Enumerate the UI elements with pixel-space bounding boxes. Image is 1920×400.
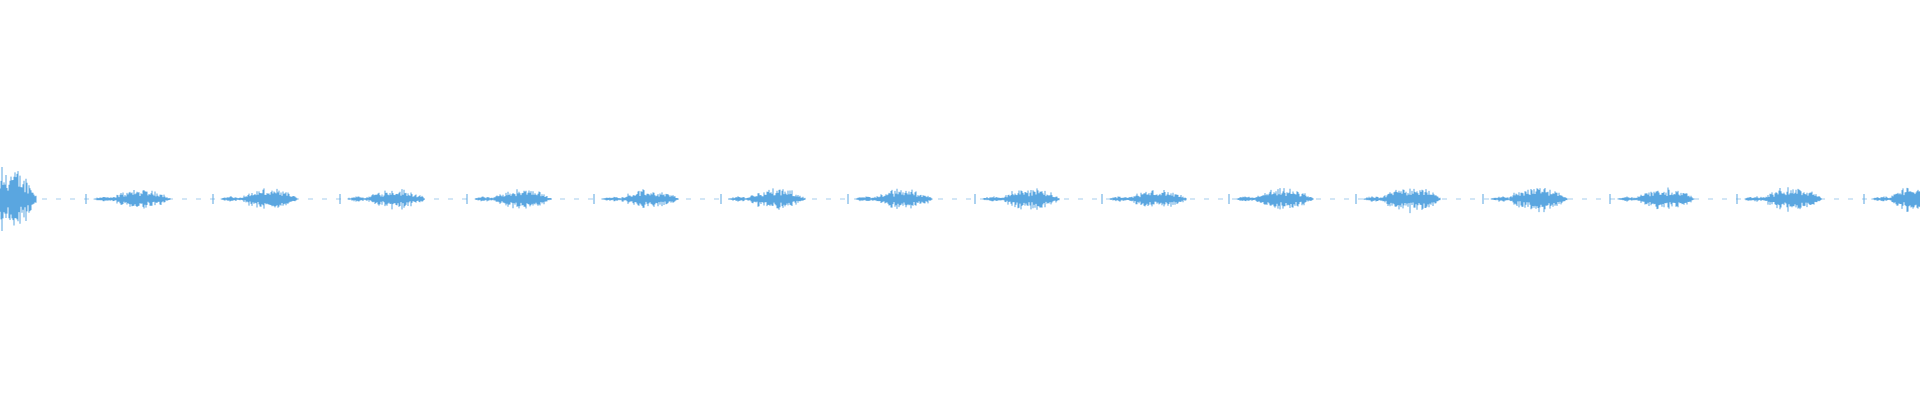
sound-burst-0 xyxy=(0,171,37,226)
waveform-bursts xyxy=(0,167,1920,231)
sound-burst-1-lead xyxy=(93,197,115,202)
sound-burst-3-lead xyxy=(347,196,369,202)
sound-burst-3 xyxy=(365,189,425,210)
sound-burst-14-lead xyxy=(1744,196,1766,202)
sound-burst-6 xyxy=(746,188,806,210)
sound-burst-1 xyxy=(111,190,171,209)
sound-burst-12 xyxy=(1508,188,1568,213)
sound-burst-5 xyxy=(619,189,679,208)
sound-burst-14 xyxy=(1762,187,1822,212)
sound-burst-end xyxy=(1890,187,1920,212)
sound-burst-13 xyxy=(1635,187,1695,210)
sound-burst-4 xyxy=(492,189,552,209)
sound-burst-7 xyxy=(873,188,933,209)
sound-burst-10 xyxy=(1254,188,1314,210)
sound-burst-8 xyxy=(1000,188,1060,210)
sound-burst-2-lead xyxy=(220,196,242,202)
sound-burst-9 xyxy=(1127,190,1187,207)
sound-burst-11-lead xyxy=(1363,196,1385,202)
sound-burst-2 xyxy=(238,188,298,209)
sound-burst-11 xyxy=(1381,188,1441,214)
